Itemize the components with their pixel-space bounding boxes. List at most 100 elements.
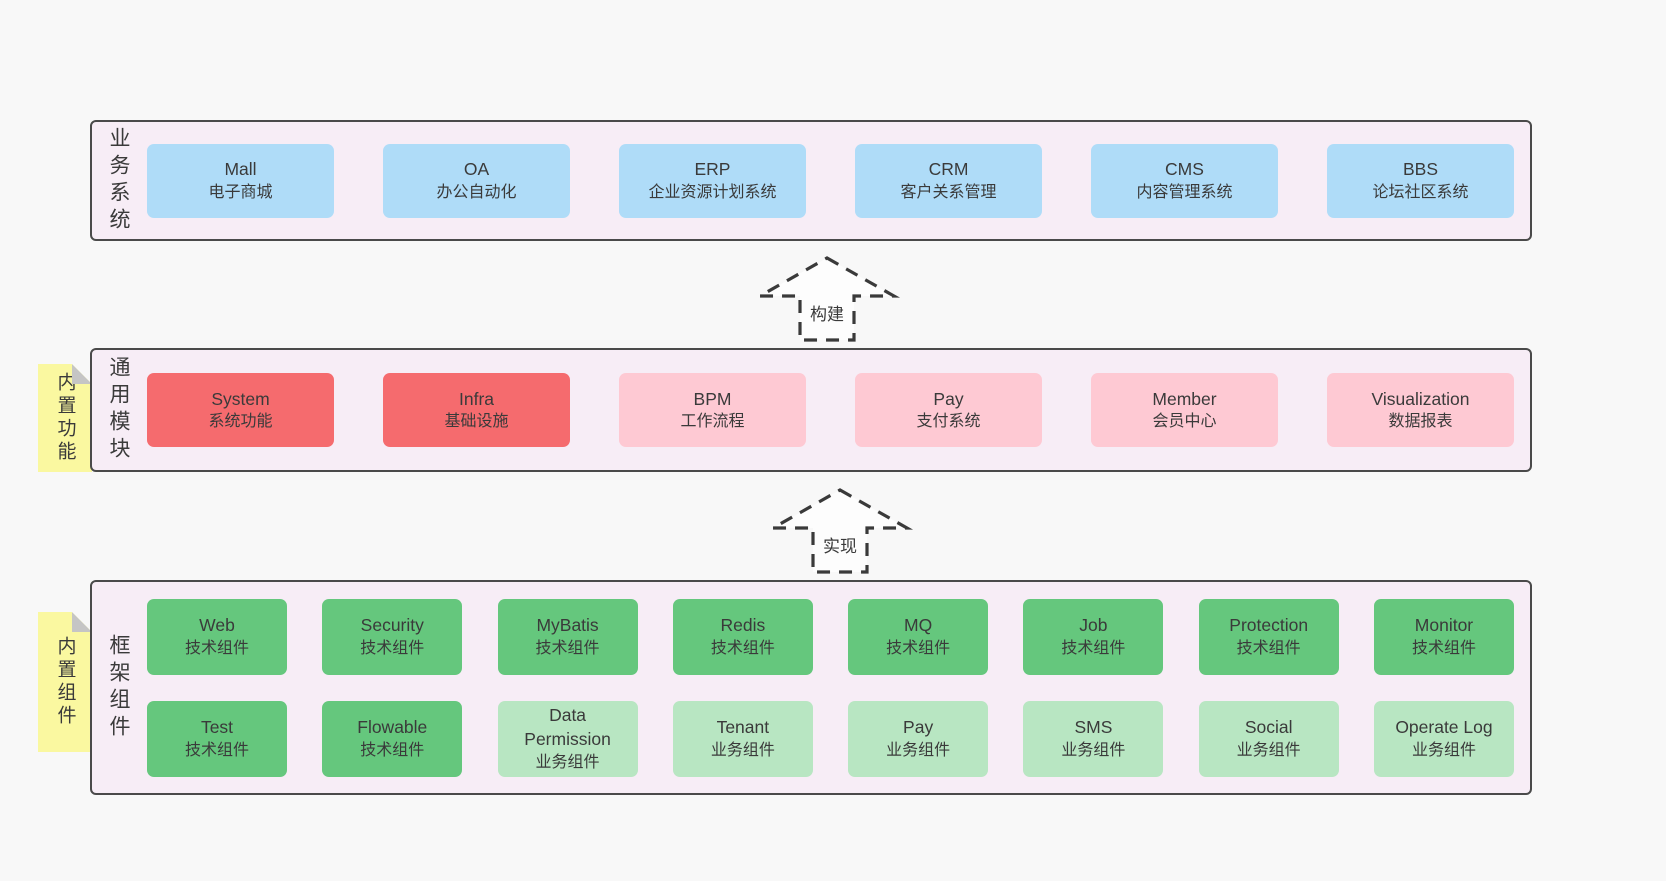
box-desc: 会员中心: [1152, 413, 1217, 431]
box-desc: 系统功能: [208, 413, 273, 431]
box-desc: 客户关系管理: [900, 183, 997, 201]
box-desc: 技术组件: [360, 741, 425, 759]
box-desc: 业务组件: [1061, 741, 1126, 759]
box-desc: 技术组件: [710, 639, 775, 657]
box-test: Test 技术组件: [147, 700, 287, 777]
box-desc: 数据报表: [1388, 413, 1453, 431]
box-web: Web 技术组件: [147, 598, 287, 675]
box-pay: Pay 业务组件: [848, 700, 989, 777]
arrow-label: 构建: [807, 299, 847, 326]
box-redis: Redis 技术组件: [672, 598, 813, 675]
box-social: Social 业务组件: [1198, 700, 1339, 777]
sticky-note-label: 内置组件: [54, 636, 76, 728]
box-desc: 技术组件: [184, 639, 249, 657]
section-business-systems: 业务系统 Mall 电子商城 OA 办公自动化 ERP 企业资源计划系统 CRM 客户关系管理…: [90, 120, 1532, 241]
box-name: Flowable: [357, 717, 428, 738]
box-desc: 支付系统: [916, 413, 981, 431]
box-name: ERP: [694, 159, 731, 180]
box-desc: 业务组件: [535, 753, 600, 771]
box-system: System 系统功能: [147, 373, 334, 447]
box-member: Member 会员中心: [1091, 373, 1278, 447]
box-name: Tenant: [716, 717, 770, 738]
box-name: OA: [463, 159, 490, 180]
box-bbs: BBS 论坛社区系统: [1327, 143, 1514, 218]
box-name: BBS: [1402, 159, 1439, 180]
box-mall: Mall 电子商城: [147, 143, 334, 218]
box-desc: 技术组件: [184, 741, 249, 759]
box-desc: 技术组件: [360, 639, 425, 657]
section-label: 框架组件: [107, 633, 130, 742]
folded-corner-icon: [72, 612, 92, 632]
box-name: Member: [1152, 388, 1217, 409]
box-rows: System 系统功能 Infra 基础设施 BPM 工作流程 Pay 支付系统 Member 会…: [147, 373, 1514, 447]
section-label: 通用模块: [107, 356, 130, 464]
box-security: Security 技术组件: [322, 598, 463, 675]
box-desc: 技术组件: [886, 639, 951, 657]
box-name: SMS: [1074, 717, 1113, 738]
box-row: Mall 电子商城 OA 办公自动化 ERP 企业资源计划系统 CRM 客户关系管理 CMS 内容…: [147, 143, 1514, 218]
box-desc: 技术组件: [535, 639, 600, 657]
box-desc: 内容管理系统: [1136, 183, 1233, 201]
box-oa: OA 办公自动化: [383, 143, 570, 218]
box-name: Social: [1244, 717, 1293, 738]
box-desc: 业务组件: [710, 741, 775, 759]
box-name: Test: [200, 717, 234, 738]
box-desc: 电子商城: [208, 183, 273, 201]
box-bpm: BPM 工作流程: [619, 373, 806, 447]
box-data-permission: Data Permission 业务组件: [497, 700, 638, 777]
box-cms: CMS 内容管理系统: [1091, 143, 1278, 218]
box-visualization: Visualization 数据报表: [1327, 373, 1514, 447]
box-name: MyBatis: [536, 615, 599, 636]
box-desc: 业务组件: [886, 741, 951, 759]
box-desc: 业务组件: [1236, 741, 1301, 759]
box-name: Data Permission: [524, 705, 611, 750]
box-name: Pay: [903, 717, 934, 738]
box-name: System: [211, 388, 270, 409]
implement-arrow: 实现: [765, 487, 915, 575]
box-desc: 技术组件: [1236, 639, 1301, 657]
sticky-note-built-in-components: 内置组件: [38, 612, 92, 752]
box-name: Operate Log: [1395, 717, 1493, 738]
box-desc: 工作流程: [680, 413, 745, 431]
box-mybatis: MyBatis 技术组件: [497, 598, 638, 675]
box-desc: 办公自动化: [436, 183, 517, 201]
box-desc: 技术组件: [1061, 639, 1126, 657]
box-tenant: Tenant 业务组件: [672, 700, 813, 777]
box-desc: 基础设施: [444, 413, 509, 431]
box-name: BPM: [693, 388, 732, 409]
box-name: CMS: [1165, 159, 1204, 180]
box-desc: 技术组件: [1411, 639, 1476, 657]
box-pay: Pay 支付系统: [855, 373, 1042, 447]
box-erp: ERP 企业资源计划系统: [619, 143, 806, 218]
box-name: Mall: [224, 159, 257, 180]
box-name: Job: [1079, 615, 1108, 636]
box-sms: SMS 业务组件: [1023, 700, 1164, 777]
box-infra: Infra 基础设施: [383, 373, 570, 447]
box-name: Web: [199, 615, 235, 636]
box-name: Visualization: [1371, 388, 1470, 409]
box-operate-log: Operate Log 业务组件: [1373, 700, 1514, 777]
section-common-modules: 通用模块 System 系统功能 Infra 基础设施 BPM 工作流程 Pay 支付系统 Me…: [90, 348, 1532, 472]
box-row: System 系统功能 Infra 基础设施 BPM 工作流程 Pay 支付系统 Member 会…: [147, 373, 1514, 447]
arrow-label: 实现: [820, 531, 860, 558]
box-desc: 论坛社区系统: [1372, 183, 1469, 201]
folded-corner-icon: [72, 364, 92, 384]
box-desc: 企业资源计划系统: [648, 183, 777, 201]
box-name: Pay: [933, 388, 964, 409]
section-label: 业务系统: [107, 126, 130, 235]
box-desc: 业务组件: [1411, 741, 1476, 759]
box-flowable: Flowable 技术组件: [322, 700, 463, 777]
box-rows: Mall 电子商城 OA 办公自动化 ERP 企业资源计划系统 CRM 客户关系管理 CMS 内容…: [147, 143, 1514, 218]
box-name: CRM: [928, 159, 969, 180]
build-arrow: 构建: [752, 255, 902, 343]
box-name: Infra: [458, 388, 495, 409]
box-name: Security: [360, 615, 424, 636]
box-name: Redis: [720, 615, 766, 636]
